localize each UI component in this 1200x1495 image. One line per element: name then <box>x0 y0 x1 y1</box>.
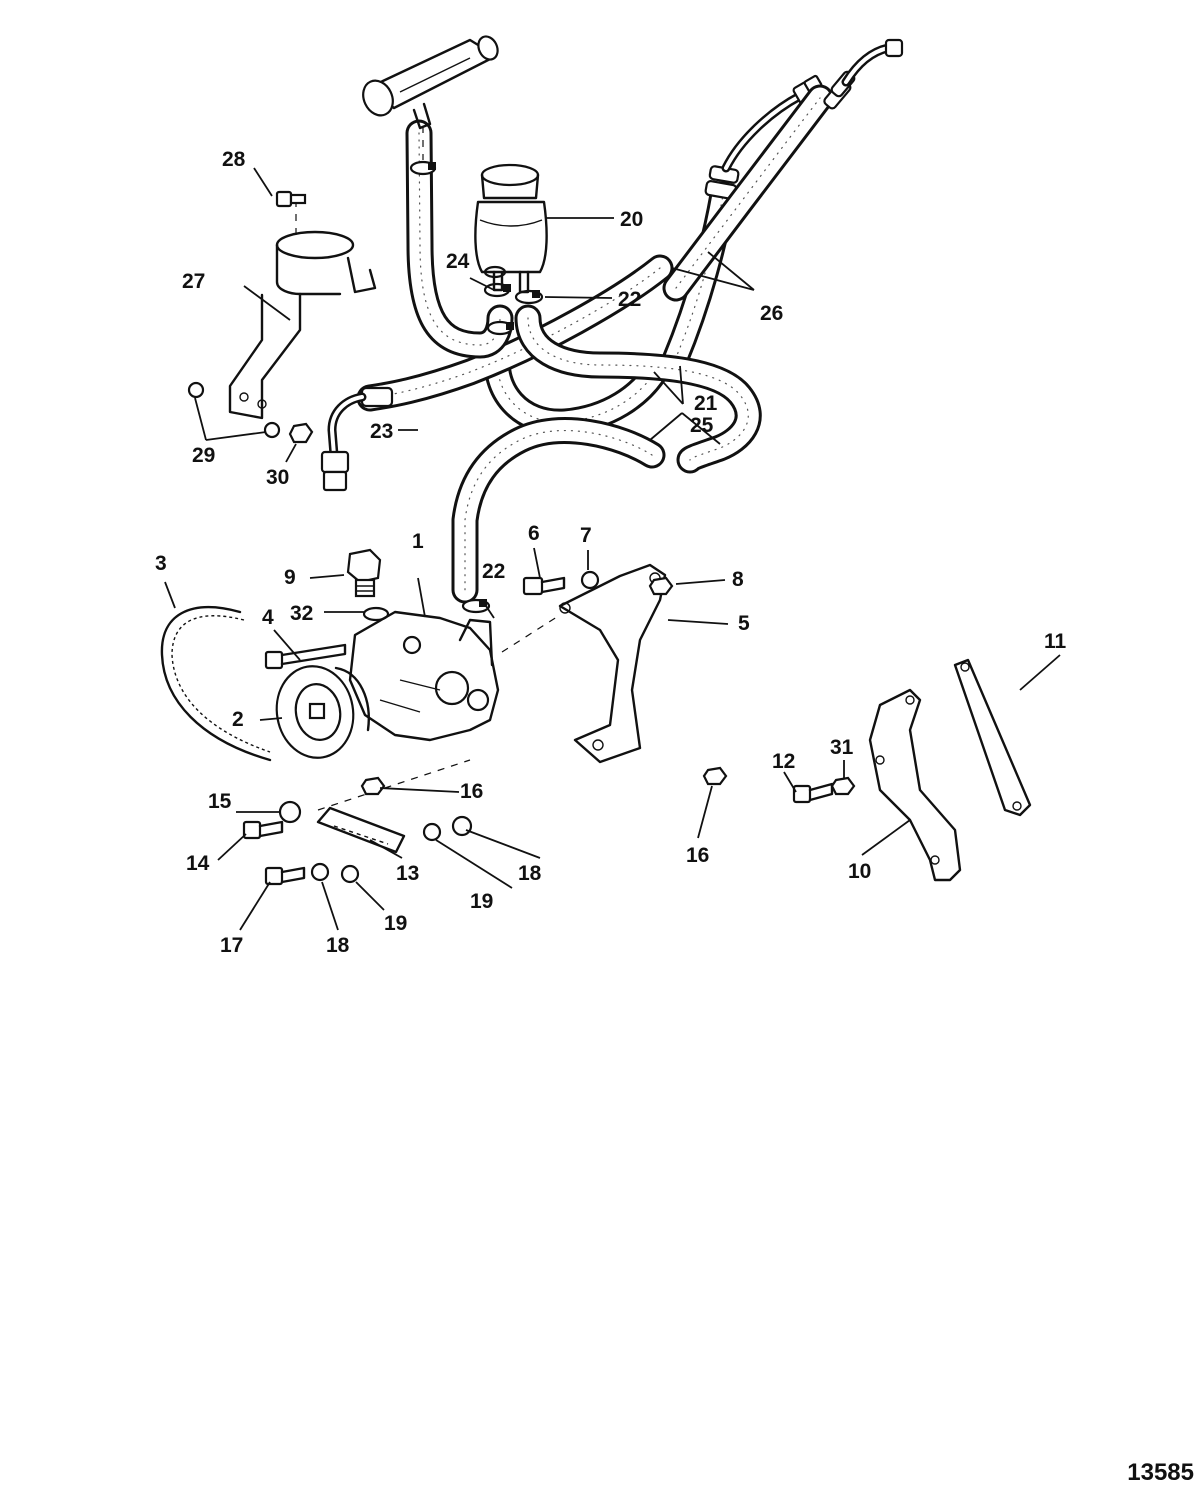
callout-5: 5 <box>738 612 750 635</box>
leader-lines <box>164 167 1061 931</box>
callout-14: 14 <box>186 852 210 875</box>
callout-22b: 22 <box>618 288 641 311</box>
pulley-2 <box>275 665 370 759</box>
callout-13: 13 <box>396 862 419 885</box>
callout-3: 3 <box>155 552 167 575</box>
nut-16-left <box>360 776 386 796</box>
reservoir-20 <box>474 163 548 294</box>
belt-3 <box>160 605 272 762</box>
callout-17: 17 <box>220 934 243 957</box>
callout-26: 26 <box>760 302 783 325</box>
hose-21 <box>451 304 762 604</box>
callout-12: 12 <box>772 750 795 773</box>
bolt-17 <box>264 866 306 886</box>
washer-19-right <box>422 822 442 842</box>
callout-18a: 18 <box>326 934 350 957</box>
callout-4: 4 <box>262 606 274 629</box>
bolt-12 <box>792 782 834 804</box>
callout-1: 1 <box>412 530 424 553</box>
callout-16a: 16 <box>460 780 483 803</box>
o-ring-32 <box>362 606 390 622</box>
spacer-15 <box>278 800 302 824</box>
pump-1 <box>348 610 500 742</box>
bolt-14 <box>242 820 284 840</box>
callout-18b: 18 <box>518 862 542 885</box>
callout-28: 28 <box>222 148 246 171</box>
bolt-4 <box>264 643 347 670</box>
nut-30 <box>288 422 314 444</box>
callout-19a: 19 <box>384 912 407 935</box>
callout-31: 31 <box>830 736 854 759</box>
nut-31 <box>830 776 856 796</box>
callout-2: 2 <box>232 708 244 731</box>
callout-25: 25 <box>690 414 714 437</box>
callout-8: 8 <box>732 568 744 591</box>
clamp-25 <box>486 320 514 336</box>
callout-19b: 19 <box>470 890 493 913</box>
fitting-9 <box>346 548 382 598</box>
hose-tee-fitting <box>362 35 499 160</box>
spacer-18-left <box>310 862 330 882</box>
hose-26 <box>356 38 904 412</box>
nut-16-right <box>702 766 728 786</box>
callout-numbers: 1 2 3 4 5 6 7 8 9 10 11 12 13 14 15 16 1… <box>155 148 1067 957</box>
callout-9: 9 <box>284 566 296 589</box>
washer-7 <box>580 570 600 590</box>
adjuster-13 <box>316 759 471 854</box>
nut-8 <box>648 576 674 596</box>
callout-15: 15 <box>208 790 232 813</box>
spacer-18-right <box>451 815 473 837</box>
callout-30: 30 <box>266 466 289 489</box>
callout-32: 32 <box>290 602 313 625</box>
callout-10: 10 <box>848 860 871 883</box>
bracket-27 <box>228 200 377 420</box>
callout-24: 24 <box>446 250 470 273</box>
callout-22a: 22 <box>482 560 505 583</box>
callout-7: 7 <box>580 524 592 547</box>
callout-20: 20 <box>620 208 643 231</box>
callout-11: 11 <box>1044 630 1067 653</box>
callout-29: 29 <box>192 444 215 467</box>
plate-11 <box>953 658 1032 817</box>
callout-27: 27 <box>182 270 205 293</box>
washer-19-left <box>340 864 360 884</box>
screw-28 <box>275 190 307 208</box>
callout-6: 6 <box>528 522 540 545</box>
hose-26-lower <box>320 386 394 492</box>
figure-number: 13585 <box>1127 1459 1194 1486</box>
plate-10 <box>868 688 962 882</box>
washer-29 <box>187 381 281 439</box>
bolt-6 <box>522 576 566 596</box>
clamp-23 <box>409 160 437 176</box>
callout-21: 21 <box>694 392 718 415</box>
callout-23: 23 <box>370 420 393 443</box>
bracket-5 <box>501 563 667 764</box>
callout-16b: 16 <box>686 844 709 867</box>
